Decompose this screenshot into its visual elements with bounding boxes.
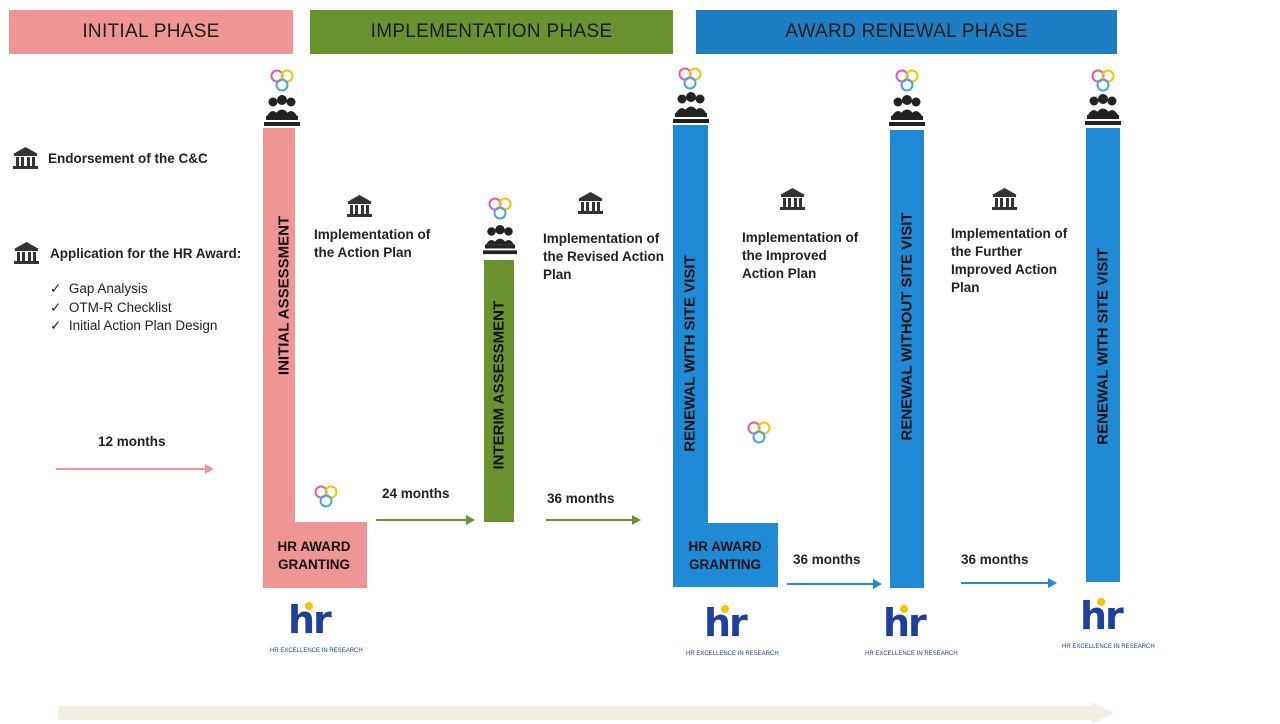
check-icon: ✓	[50, 281, 62, 296]
rings-icon	[488, 197, 512, 220]
institution-icon	[347, 195, 372, 217]
institution-icon	[578, 192, 603, 214]
hr-excellence-logo: hr HR EXCELLENCE IN RESEARCH	[686, 601, 779, 657]
renewal-site-visit-label-1: RENEWAL WITH SITE VISIT	[681, 255, 699, 452]
institution-icon	[14, 242, 39, 264]
phase-header-renewal: AWARD RENEWAL PHASE	[696, 10, 1117, 54]
renewal-without-site-visit-label: RENEWAL WITHOUT SITE VISIT	[898, 212, 916, 441]
assessors-icon	[889, 95, 925, 126]
hr-excellence-logo: hr HR EXCELLENCE IN RESEARCH	[270, 598, 363, 654]
timeline-band	[58, 706, 1092, 720]
initial-assessment-bar	[263, 128, 295, 588]
phase-header-implementation: IMPLEMENTATION PHASE	[310, 10, 673, 54]
granting-block-1	[263, 522, 367, 588]
duration-12-months: 12 months	[98, 434, 166, 449]
assessors-icon	[483, 224, 517, 255]
rings-icon	[747, 421, 771, 444]
implementation-further-improved-plan: Implementation of the Further Improved A…	[951, 226, 1068, 295]
implementation-improved-plan: Implementation of the Improved Action Pl…	[742, 230, 859, 281]
checklist-item: ✓ Initial Action Plan Design	[50, 318, 218, 333]
initial-assessment-label: INITIAL ASSESSMENT	[275, 215, 293, 376]
hr-award-granting-2: HR AWARD GRANTING	[688, 539, 762, 572]
application-label: Application for the HR Award:	[50, 246, 242, 261]
rings-icon	[314, 485, 338, 508]
check-icon: ✓	[50, 318, 62, 333]
timeline-arrow	[546, 515, 641, 525]
institution-icon	[780, 188, 805, 210]
granting-block-2	[673, 523, 778, 587]
endorsement-label: Endorsement of the C&C	[48, 151, 208, 166]
timeline-band-arrowhead	[1092, 702, 1114, 724]
duration-36-months: 36 months	[793, 552, 861, 567]
timeline-arrow	[787, 579, 882, 589]
duration-36-months: 36 months	[547, 491, 615, 506]
check-icon: ✓	[50, 300, 62, 315]
phase-title: INITIAL PHASE	[82, 21, 220, 42]
implementation-revised-plan: Implementation of the Revised Action Pla…	[543, 231, 665, 282]
hr-award-granting-1: HR AWARD GRANTING	[277, 539, 351, 572]
hr-excellence-logo: hr HR EXCELLENCE IN RESEARCH	[1062, 594, 1155, 650]
duration-36-months: 36 months	[961, 552, 1029, 567]
timeline-arrow	[376, 515, 475, 525]
renewal-site-visit-bar-2	[1086, 128, 1120, 582]
rings-icon	[270, 69, 294, 92]
institution-icon	[13, 147, 38, 169]
assessors-icon	[264, 95, 300, 126]
interim-assessment-bar	[484, 260, 514, 522]
institution-icon	[992, 188, 1017, 210]
phase-title: IMPLEMENTATION PHASE	[370, 21, 613, 42]
interim-assessment-label: INTERIM ASSESSMENT	[490, 300, 508, 470]
renewal-without-site-visit-bar	[890, 130, 924, 588]
rings-icon	[678, 67, 702, 90]
timeline-arrow	[56, 464, 214, 474]
duration-24-months: 24 months	[382, 486, 450, 501]
checklist-item: ✓ OTM-R Checklist	[50, 300, 172, 315]
checklist-item: ✓ Gap Analysis	[50, 281, 148, 296]
renewal-site-visit-label-2: RENEWAL WITH SITE VISIT	[1094, 248, 1112, 445]
phase-header-initial: INITIAL PHASE	[9, 10, 293, 54]
assessors-icon	[673, 92, 709, 123]
rings-icon	[1091, 69, 1115, 92]
timeline-arrow	[961, 578, 1057, 588]
assessors-icon	[1085, 94, 1121, 125]
hr-excellence-logo: hr HR EXCELLENCE IN RESEARCH	[865, 601, 958, 657]
rings-icon	[895, 69, 919, 92]
renewal-site-visit-bar-1	[673, 125, 708, 587]
implementation-action-plan: Implementation of the Action Plan	[314, 227, 431, 260]
phase-title: AWARD RENEWAL PHASE	[785, 21, 1028, 42]
